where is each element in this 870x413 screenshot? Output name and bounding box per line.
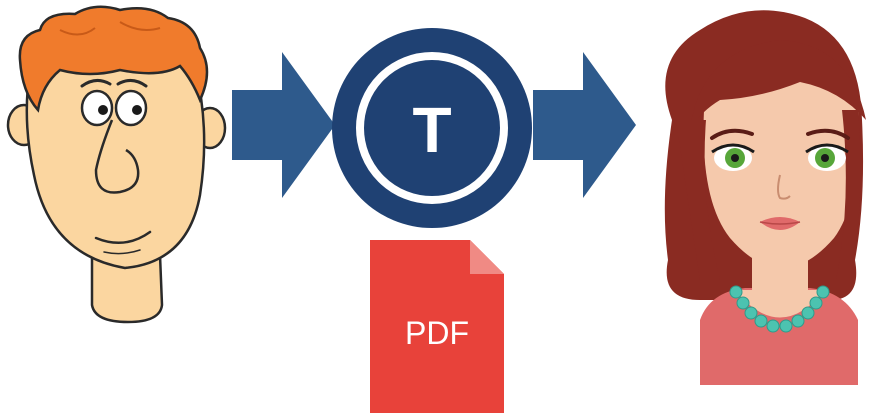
arrow-right-icon	[232, 52, 335, 198]
necklace	[729, 285, 830, 333]
woman-avatar	[664, 10, 866, 385]
pdf-label: PDF	[405, 315, 469, 351]
pdf-file-icon: PDF	[370, 240, 504, 413]
translator-logo: T	[332, 28, 532, 228]
man-avatar	[6, 5, 227, 324]
arrow-right-icon	[533, 52, 636, 198]
logo-letter: T	[412, 94, 451, 166]
